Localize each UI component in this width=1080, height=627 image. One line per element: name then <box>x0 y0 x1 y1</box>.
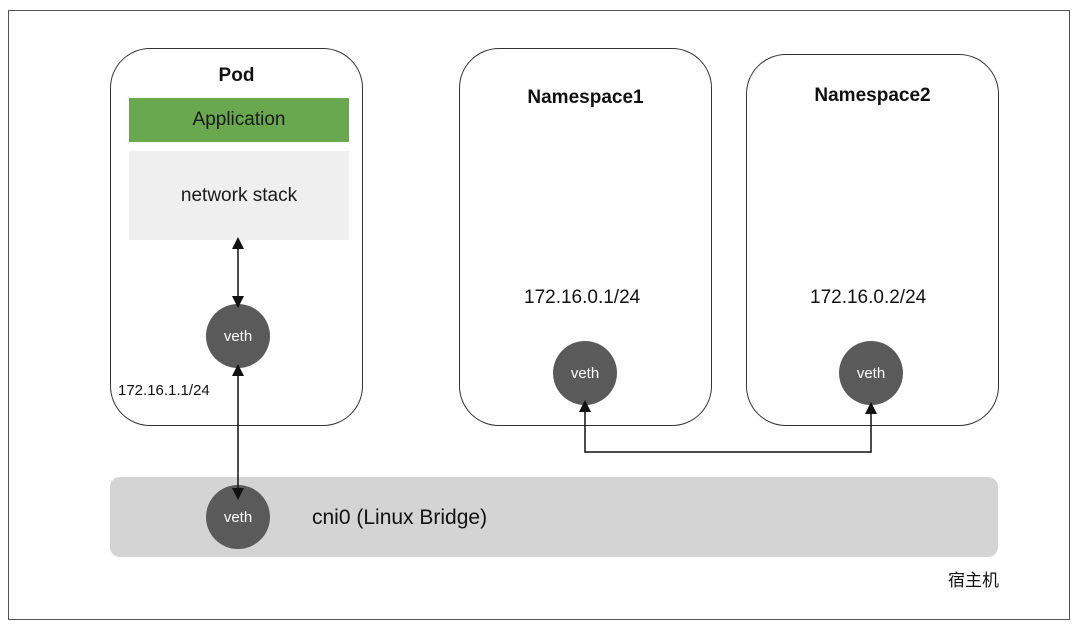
host-frame <box>8 10 1070 620</box>
namespace2-veth: veth <box>839 341 903 405</box>
network-stack: network stack <box>129 151 349 240</box>
bridge-label: cni0 (Linux Bridge) <box>312 506 488 529</box>
namespace1-veth-label: veth <box>570 364 600 382</box>
namespace2-veth-label: veth <box>856 364 886 382</box>
bridge-veth: veth <box>206 485 270 549</box>
pod-ip: 172.16.1.1/24 <box>118 382 210 399</box>
application-label: Application <box>192 109 286 130</box>
namespace2-title: Namespace2 <box>814 85 931 106</box>
namespace1-ip: 172.16.0.1/24 <box>524 287 641 308</box>
namespace2-ip: 172.16.0.2/24 <box>810 287 927 308</box>
application-layer: Application <box>129 98 349 142</box>
host-label: 宿主机 <box>948 571 999 590</box>
bridge-veth-label: veth <box>223 508 253 526</box>
namespace1-title: Namespace1 <box>527 87 644 108</box>
pod-title: Pod <box>218 65 255 86</box>
pod-veth-label: veth <box>223 327 253 345</box>
namespace1-veth: veth <box>553 341 617 405</box>
pod-veth: veth <box>206 304 270 368</box>
network-stack-label: network stack <box>180 184 298 206</box>
